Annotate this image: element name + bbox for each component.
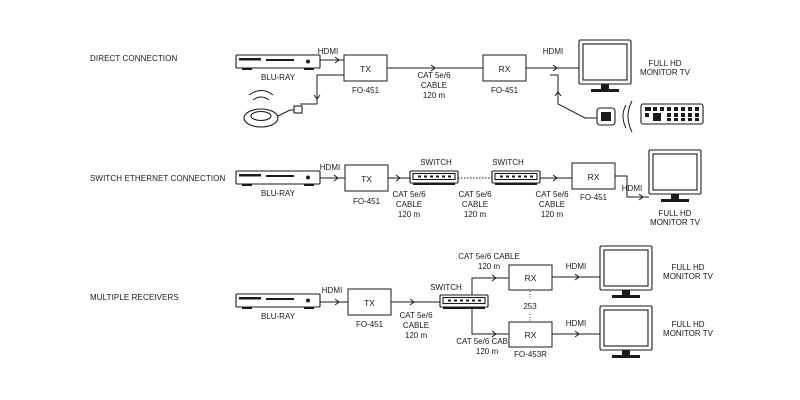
section-direct-connection: DIRECT CONNECTION BLU-RAY HDMI TX FO-451… [90,39,704,133]
remote-control-icon [640,103,704,125]
cable-label-line1: CAT 5e/6 [392,190,426,199]
dots-bottom: ⋮ [526,313,534,322]
bluray-player-icon [235,293,321,310]
network-switch-icon [439,294,489,310]
monitor-label-line1: FULL HD [671,320,704,329]
bluray-player-icon [235,54,321,71]
cable-label-line3: 120 m [541,210,564,219]
hdmi-label: HDMI [320,163,340,172]
cable-label-line3: 120 m [405,331,428,340]
transmitter-label: TX [361,174,372,184]
cable-label-line2: CABLE [539,200,565,209]
hdmi-label: HDMI [543,47,563,56]
monitor-icon [599,245,653,299]
monitor-label-line2: MONITOR TV [640,68,691,77]
cable-label-line1: CAT 5e/6 [399,311,433,320]
receiver-box [571,162,616,190]
monitor-icon [648,149,702,203]
ir-receiver-icon [243,90,303,128]
cable-label-line1: CAT 5e/6 [535,190,569,199]
section-multiple-receivers: MULTIPLE RECEIVERS BLU-RAY HDMI TX FO-45… [90,245,714,359]
network-switch-icon [409,170,459,186]
switch-label: SWITCH [420,158,452,167]
dots-top: ⋮ [526,290,534,299]
receiver-box [482,54,527,82]
transmitter-model: FO-451 [356,320,384,329]
cable-label-line2: CABLE [462,200,488,209]
transmitter-box [347,288,392,316]
monitor-label-line2: MONITOR TV [663,272,714,281]
receiver-model: FO-451 [491,86,519,95]
cable-label-line2: CABLE [403,321,429,330]
ir-emitter-icon [596,100,633,133]
transmitter-model: FO-451 [353,197,381,206]
cable-label-line2: 120 m [478,262,501,271]
hdmi-label: HDMI [322,286,342,295]
switch-label: SWITCH [430,283,462,292]
section-title: DIRECT CONNECTION [90,54,177,63]
transmitter-model: FO-451 [352,86,380,95]
monitor-label-line2: MONITOR TV [663,329,714,338]
receiver-label: RX [499,64,511,74]
cable-label-line1: CAT 5e/6 CABLE [456,337,518,346]
cable-label-line1: CAT 5e/6 [458,190,492,199]
hdmi-label: HDMI [318,47,338,56]
cable-label-line3: 120 m [398,210,421,219]
receiver-model: FO-451 [580,193,608,202]
transmitter-label: TX [364,298,375,308]
section-title: MULTIPLE RECEIVERS [90,293,179,302]
receiver-model: FO-453R [514,350,547,359]
switch-label: SWITCH [492,158,524,167]
monitor-label-line2: MONITOR TV [650,218,701,227]
receiver-box-top [508,264,553,291]
cable-label-line1: CAT 5e/6 CABLE [458,252,520,261]
bluray-player-icon [235,170,321,187]
receiver-label: RX [525,273,537,283]
cable-label-line3: 120 m [464,210,487,219]
hdmi-label: HDMI [566,262,586,271]
monitor-label-line1: FULL HD [648,59,681,68]
transmitter-box [344,164,389,192]
section-switch-ethernet-connection: SWITCH ETHERNET CONNECTION BLU-RAY HDMI … [90,149,702,227]
receiver-count: 253 [523,302,537,311]
cable-label-line2: CABLE [396,200,422,209]
monitor-icon [599,305,653,359]
receiver-label: RX [588,172,600,182]
monitor-icon [578,39,632,93]
section-title: SWITCH ETHERNET CONNECTION [90,174,225,183]
transmitter-label: TX [360,64,371,74]
cable-label-line2: CABLE [421,81,447,90]
cable-label-line3: 120 m [423,91,446,100]
source-label: BLU-RAY [261,189,296,198]
receiver-label: RX [525,330,537,340]
network-switch-icon [491,170,541,186]
cable-label-line1: CAT 5e/6 [417,71,451,80]
source-label: BLU-RAY [261,312,296,321]
transmitter-box [343,54,388,82]
monitor-label-line1: FULL HD [658,209,691,218]
cable-label-line2: 120 m [476,347,499,356]
hdmi-label: HDMI [566,319,586,328]
source-label: BLU-RAY [261,73,296,82]
hdmi-label: HDMI [622,184,642,193]
monitor-label-line1: FULL HD [671,263,704,272]
